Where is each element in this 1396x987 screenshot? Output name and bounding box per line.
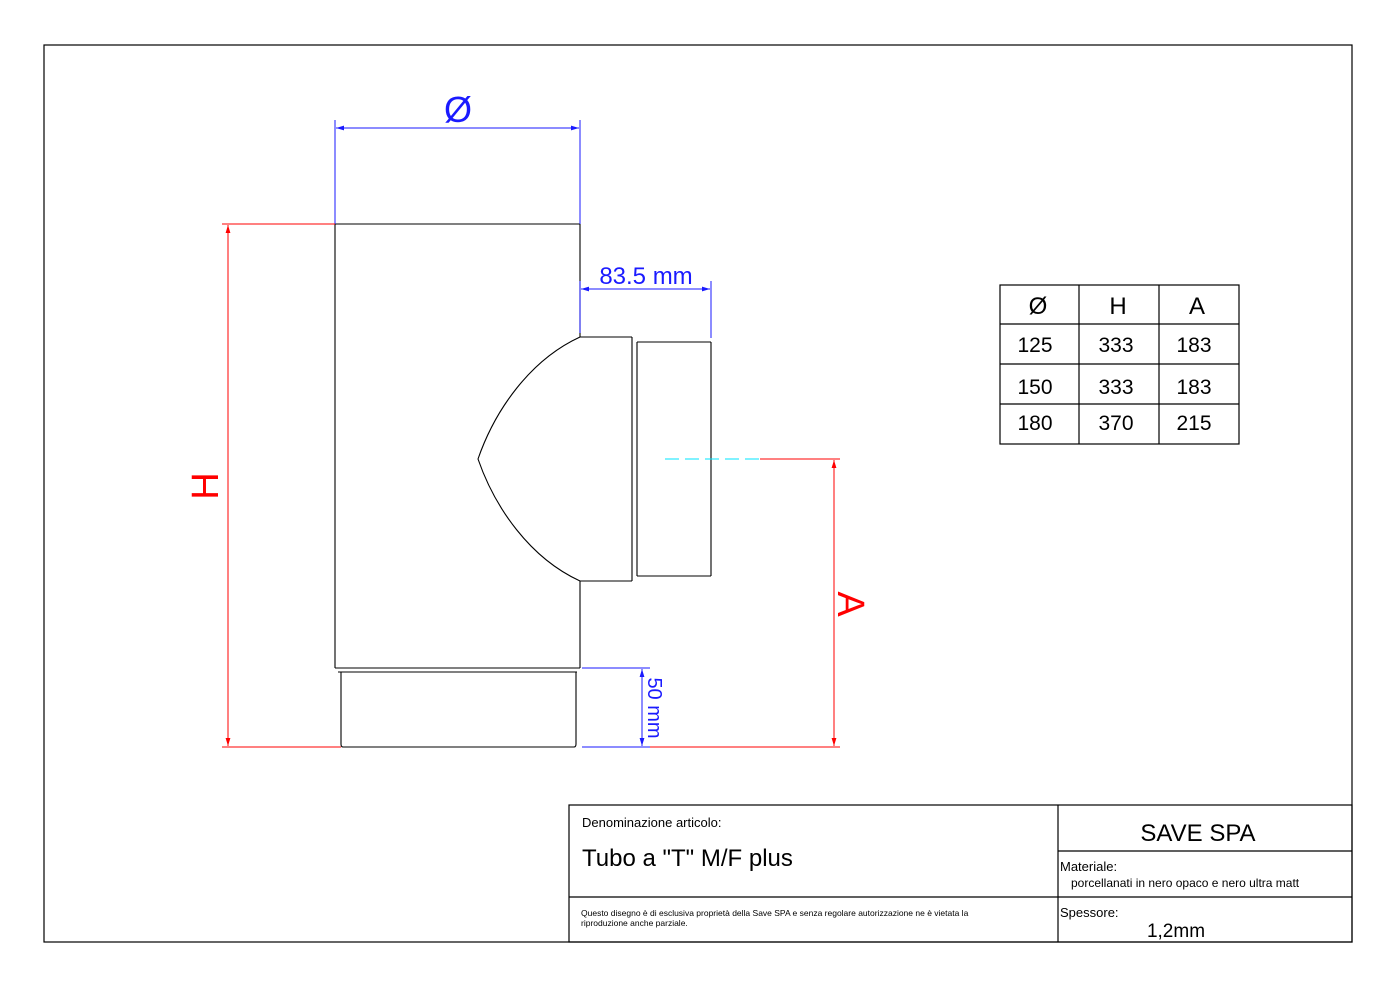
branch-length-dimension: 83.5 mm — [579, 263, 712, 338]
a-label: A — [829, 591, 871, 617]
material-value: porcellanati in nero opaco e nero ultra … — [1071, 876, 1300, 890]
company-name: SAVE SPA — [1140, 820, 1255, 847]
table-cell: 333 — [1098, 376, 1133, 399]
table-header-a: A — [1189, 293, 1205, 320]
a-dimension: A — [650, 458, 871, 748]
height-label: H — [185, 472, 227, 499]
disclaimer-line-1: Questo disegno è di esclusiva proprietà … — [581, 908, 969, 918]
table-cell: 183 — [1176, 376, 1211, 399]
material-label: Materiale: — [1060, 859, 1117, 874]
table-cell: 180 — [1017, 412, 1052, 435]
title-block: Denominazione articolo: Tubo a "T" M/F p… — [568, 804, 1353, 943]
height-dimension: H — [185, 223, 341, 748]
table-header-diameter: Ø — [1029, 293, 1048, 320]
table-cell: 215 — [1176, 412, 1211, 435]
socket-length-label: 50 mm — [643, 677, 665, 738]
table-cell: 183 — [1176, 334, 1211, 357]
thickness-label: Spessore: — [1060, 905, 1119, 920]
article-name: Tubo a "T" M/F plus — [582, 845, 793, 872]
socket-length-dimension: 50 mm — [582, 667, 665, 748]
disclaimer-line-2: riproduzione anche parziale. — [581, 918, 688, 928]
denomination-label: Denominazione articolo: — [582, 815, 721, 830]
table-header-h: H — [1109, 293, 1126, 320]
table-cell: 125 — [1017, 334, 1052, 357]
table-cell: 150 — [1017, 376, 1052, 399]
dimensions-table: Ø H A 125 333 183 150 333 183 180 370 21… — [999, 284, 1240, 445]
drawing-frame — [43, 44, 1353, 943]
table-cell: 333 — [1098, 334, 1133, 357]
diameter-symbol: Ø — [444, 89, 472, 130]
branch-length-label: 83.5 mm — [599, 263, 692, 290]
diameter-dimension: Ø — [334, 89, 581, 224]
thickness-value: 1,2mm — [1147, 921, 1205, 942]
table-cell: 370 — [1098, 412, 1133, 435]
tee-pipe-outline — [334, 223, 712, 748]
